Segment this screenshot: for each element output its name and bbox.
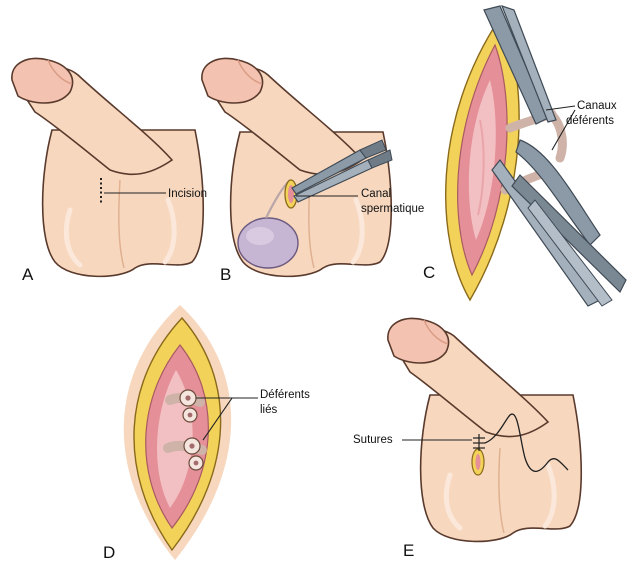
panel-letter-c: C <box>423 263 435 282</box>
ligated-label-line2: liés <box>260 404 278 416</box>
panel-letter-e: E <box>403 541 414 560</box>
panel-letter-d: D <box>103 543 115 562</box>
ligated-label-line1: Déférents <box>260 389 310 401</box>
panel-c: Canaux déférents C <box>423 6 626 306</box>
panel-letter-b: B <box>220 265 231 284</box>
sutured-incision-e <box>472 449 484 475</box>
spermatic-canal-b <box>285 180 297 208</box>
sutures-label: Sutures <box>353 434 393 446</box>
panel-a: Incision A <box>12 58 207 284</box>
canal-label-line2: spermatique <box>361 203 424 215</box>
vas-label-line1: Canaux <box>577 100 617 112</box>
canal-label-line1: Canal <box>361 188 391 200</box>
incision-label: Incision <box>168 188 207 200</box>
panel-b: Canal spermatique B <box>202 58 424 284</box>
vas-label-line2: déférents <box>566 115 614 127</box>
panel-d: Déférents liés D <box>103 305 310 562</box>
panel-letter-a: A <box>22 265 34 284</box>
panel-e: Sutures E <box>353 318 581 560</box>
